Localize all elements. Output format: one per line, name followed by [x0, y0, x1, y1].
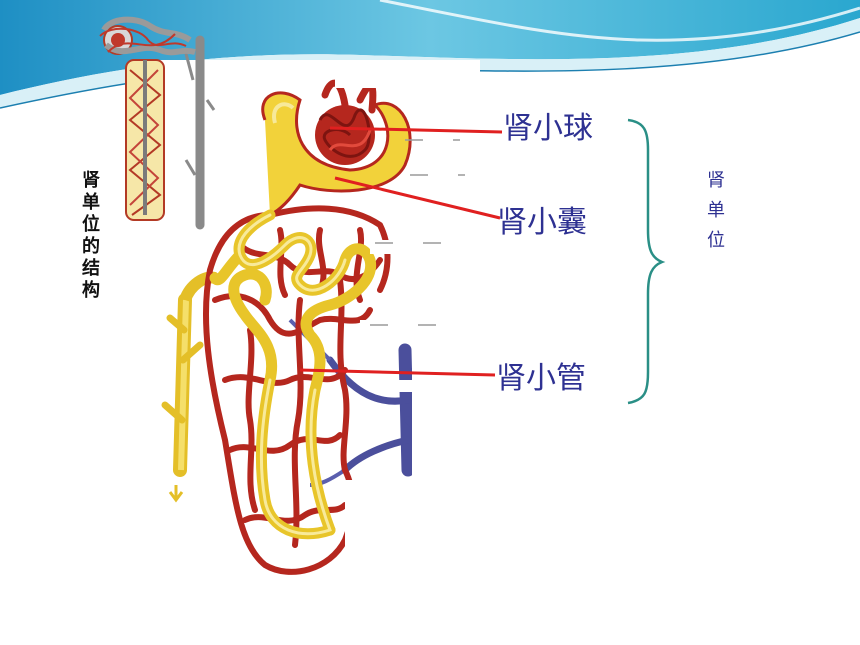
- pointer-line-capsule: [334, 176, 501, 220]
- pointer-line-glomerulus: [329, 126, 503, 134]
- curly-brace: [627, 118, 666, 405]
- label-tubule: 肾小管: [496, 361, 586, 396]
- diagram-title: 肾单位的结构: [79, 170, 100, 302]
- peritubular-capillaries: [202, 205, 391, 575]
- brace-label-nephron: 肾单位: [704, 170, 725, 260]
- pointer-line-tubule: [299, 368, 496, 377]
- nephron-main-illustration: [161, 70, 482, 575]
- label-glomerulus: 肾小球: [503, 111, 593, 146]
- label-capsule: 肾小囊: [497, 205, 587, 240]
- nephron-thumbnail: [99, 16, 216, 230]
- glomerulus-capillaries: [315, 79, 377, 165]
